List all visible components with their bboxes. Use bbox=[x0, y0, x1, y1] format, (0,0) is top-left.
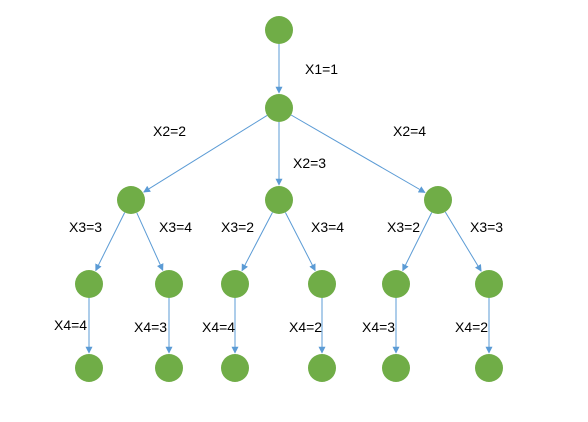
nodes-layer bbox=[75, 16, 503, 382]
edge-label: X4=3 bbox=[362, 319, 395, 335]
edge-x3c-x4f bbox=[444, 211, 482, 272]
edge-label: X4=2 bbox=[289, 319, 322, 335]
tree-node-l6 bbox=[475, 354, 503, 382]
edge-label: X4=2 bbox=[455, 319, 488, 335]
edge-label: X4=3 bbox=[134, 319, 167, 335]
tree-node-l3 bbox=[221, 354, 249, 382]
edges-layer bbox=[85, 44, 493, 354]
tree-node-x4e bbox=[382, 270, 410, 298]
tree-node-x3a bbox=[117, 186, 145, 214]
tree-node-x3c bbox=[424, 186, 452, 214]
edge-label: X3=2 bbox=[387, 219, 420, 235]
tree-node-x4d bbox=[308, 270, 336, 298]
edge-x3b-x4d bbox=[284, 212, 316, 272]
edge-label: X3=2 bbox=[221, 219, 254, 235]
tree-node-root bbox=[265, 16, 293, 44]
edge-x3c-x4e bbox=[402, 212, 433, 272]
tree-node-x2a bbox=[265, 94, 293, 122]
tree-node-l2 bbox=[155, 354, 183, 382]
edge-x3a-x4b bbox=[136, 212, 164, 271]
tree-node-x4b bbox=[155, 270, 183, 298]
tree-node-l5 bbox=[382, 354, 410, 382]
edge-label: X4=4 bbox=[54, 317, 87, 333]
tree-node-x4f bbox=[475, 270, 503, 298]
edge-label: X2=4 bbox=[393, 123, 426, 139]
edge-x3a-x4a bbox=[95, 212, 126, 272]
tree-node-x4c bbox=[221, 270, 249, 298]
edge-label: X2=3 bbox=[293, 155, 326, 171]
tree-node-l4 bbox=[308, 354, 336, 382]
edge-x2a-x3c bbox=[290, 114, 426, 193]
edge-label: X1=1 bbox=[305, 61, 338, 77]
tree-node-x4a bbox=[75, 270, 103, 298]
edge-label: X2=2 bbox=[153, 123, 186, 139]
edge-x3b-x4c bbox=[241, 212, 273, 272]
edge-label: X4=4 bbox=[202, 319, 235, 335]
edge-label: X3=3 bbox=[470, 219, 503, 235]
tree-node-x3b bbox=[265, 186, 293, 214]
tree-node-l1 bbox=[75, 354, 103, 382]
edge-label: X3=3 bbox=[69, 219, 102, 235]
edge-label: X3=4 bbox=[159, 219, 192, 235]
labels-layer: X1=1X2=2X2=3 X2=4X3=3 X3=4 X3=2 X3=4 X3=2 X3=3… bbox=[54, 61, 503, 335]
edge-x2a-x3a bbox=[143, 114, 268, 193]
edge-label: X3=4 bbox=[311, 219, 344, 235]
